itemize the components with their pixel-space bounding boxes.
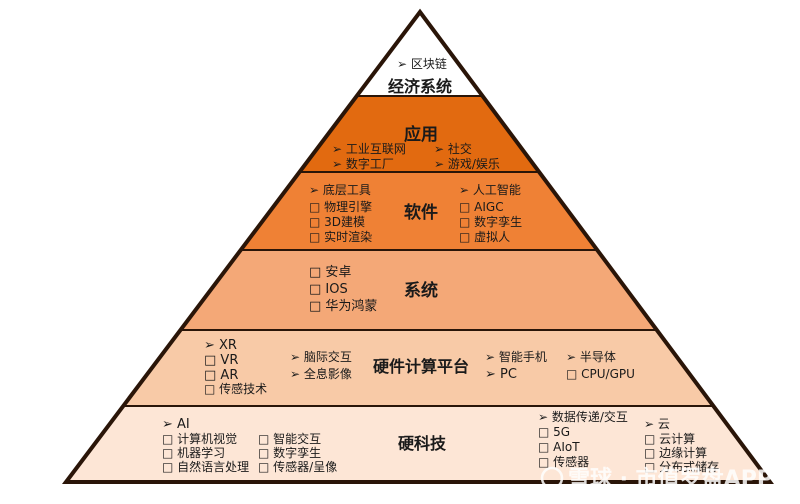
ht-col4-item-0: □ 云计算 — [644, 431, 695, 446]
ht-col3-item-0: □ 5G — [538, 425, 570, 439]
layer-system-band — [66, 250, 770, 330]
ht-col4-header: ➢ 云 — [644, 417, 670, 431]
layer-hardware-platform-band — [66, 330, 770, 406]
software-left-item-0: □ 物理引擎 — [309, 199, 372, 214]
layer-hardtech-band — [66, 406, 770, 482]
application-title: 应用 — [404, 124, 438, 145]
hw-col4-header: ➢ 半导体 — [566, 350, 616, 364]
hw-col2-item-1: ➢ 全息影像 — [290, 366, 352, 381]
watermark-logo-icon — [540, 466, 564, 490]
software-right-item-0: □ AIGC — [459, 200, 504, 214]
watermark-text: 雪球 · 市值罗盘APP — [568, 466, 773, 492]
ht-col2-item-2: □ 传感器/呈像 — [258, 459, 337, 474]
ht-col4-item-1: □ 边缘计算 — [644, 445, 707, 460]
ht-col1-item-0: □ 计算机视觉 — [162, 431, 237, 446]
application-left-0: ➢ 工业互联网 — [332, 142, 406, 156]
software-title: 软件 — [404, 202, 438, 223]
hardware-platform-title: 硬件计算平台 — [373, 357, 469, 376]
hw-col1-item-0: □ VR — [204, 353, 238, 368]
system-item-1: □ IOS — [309, 282, 348, 297]
layer-software-band — [66, 172, 770, 250]
hw-col1-item-1: □ AR — [204, 368, 238, 383]
layer-application-band — [66, 96, 770, 172]
economy-item-0: ➢ 区块链 — [397, 56, 447, 71]
software-left-header: ➢ 底层工具 — [309, 182, 371, 197]
application-left-1: ➢ 数字工厂 — [332, 156, 394, 171]
software-left-item-1: □ 3D建模 — [309, 215, 365, 229]
ht-col2-item-0: □ 智能交互 — [258, 431, 321, 446]
hw-col2-item-0: ➢ 脑际交互 — [290, 349, 352, 364]
hw-col1-item-2: □ 传感技术 — [204, 381, 267, 396]
ht-col3-header: ➢ 数据传递/交互 — [538, 409, 628, 424]
ht-col1-item-1: □ 机器学习 — [162, 445, 225, 460]
system-item-2: □ 华为鸿蒙 — [309, 298, 377, 314]
software-right-item-1: □ 数字孪生 — [459, 214, 522, 229]
ht-col2-item-1: □ 数字孪生 — [258, 445, 321, 460]
economy-title: 经济系统 — [388, 77, 452, 96]
system-item-0: □ 安卓 — [309, 265, 351, 280]
ht-col3-item-2: □ 传感器 — [538, 454, 589, 469]
hardtech-title: 硬科技 — [398, 434, 447, 453]
hw-col1-header: ➢ XR — [204, 338, 237, 353]
application-right-0: ➢ 社交 — [434, 141, 472, 156]
pyramid-outline — [61, 8, 774, 484]
hw-col3-item-1: ➢ PC — [485, 367, 517, 382]
system-title: 系统 — [404, 280, 438, 301]
software-right-header: ➢ 人工智能 — [459, 182, 521, 197]
ht-col1-item-2: □ 自然语言处理 — [162, 459, 249, 474]
ht-col4-item-2: □ 分布式储存 — [644, 459, 719, 474]
software-right-item-2: □ 虚拟人 — [459, 230, 510, 244]
hw-col4-item-0: □ CPU/GPU — [566, 367, 635, 381]
watermark: 雪球 · 市值罗盘APP — [540, 466, 773, 492]
application-right-1: ➢ 游戏/娱乐 — [434, 157, 500, 171]
ht-col3-item-1: □ AIoT — [538, 440, 580, 454]
hw-col3-item-0: ➢ 智能手机 — [485, 349, 547, 364]
ht-col1-header: ➢ AI — [162, 417, 190, 432]
software-left-item-2: □ 实时渲染 — [309, 229, 372, 244]
